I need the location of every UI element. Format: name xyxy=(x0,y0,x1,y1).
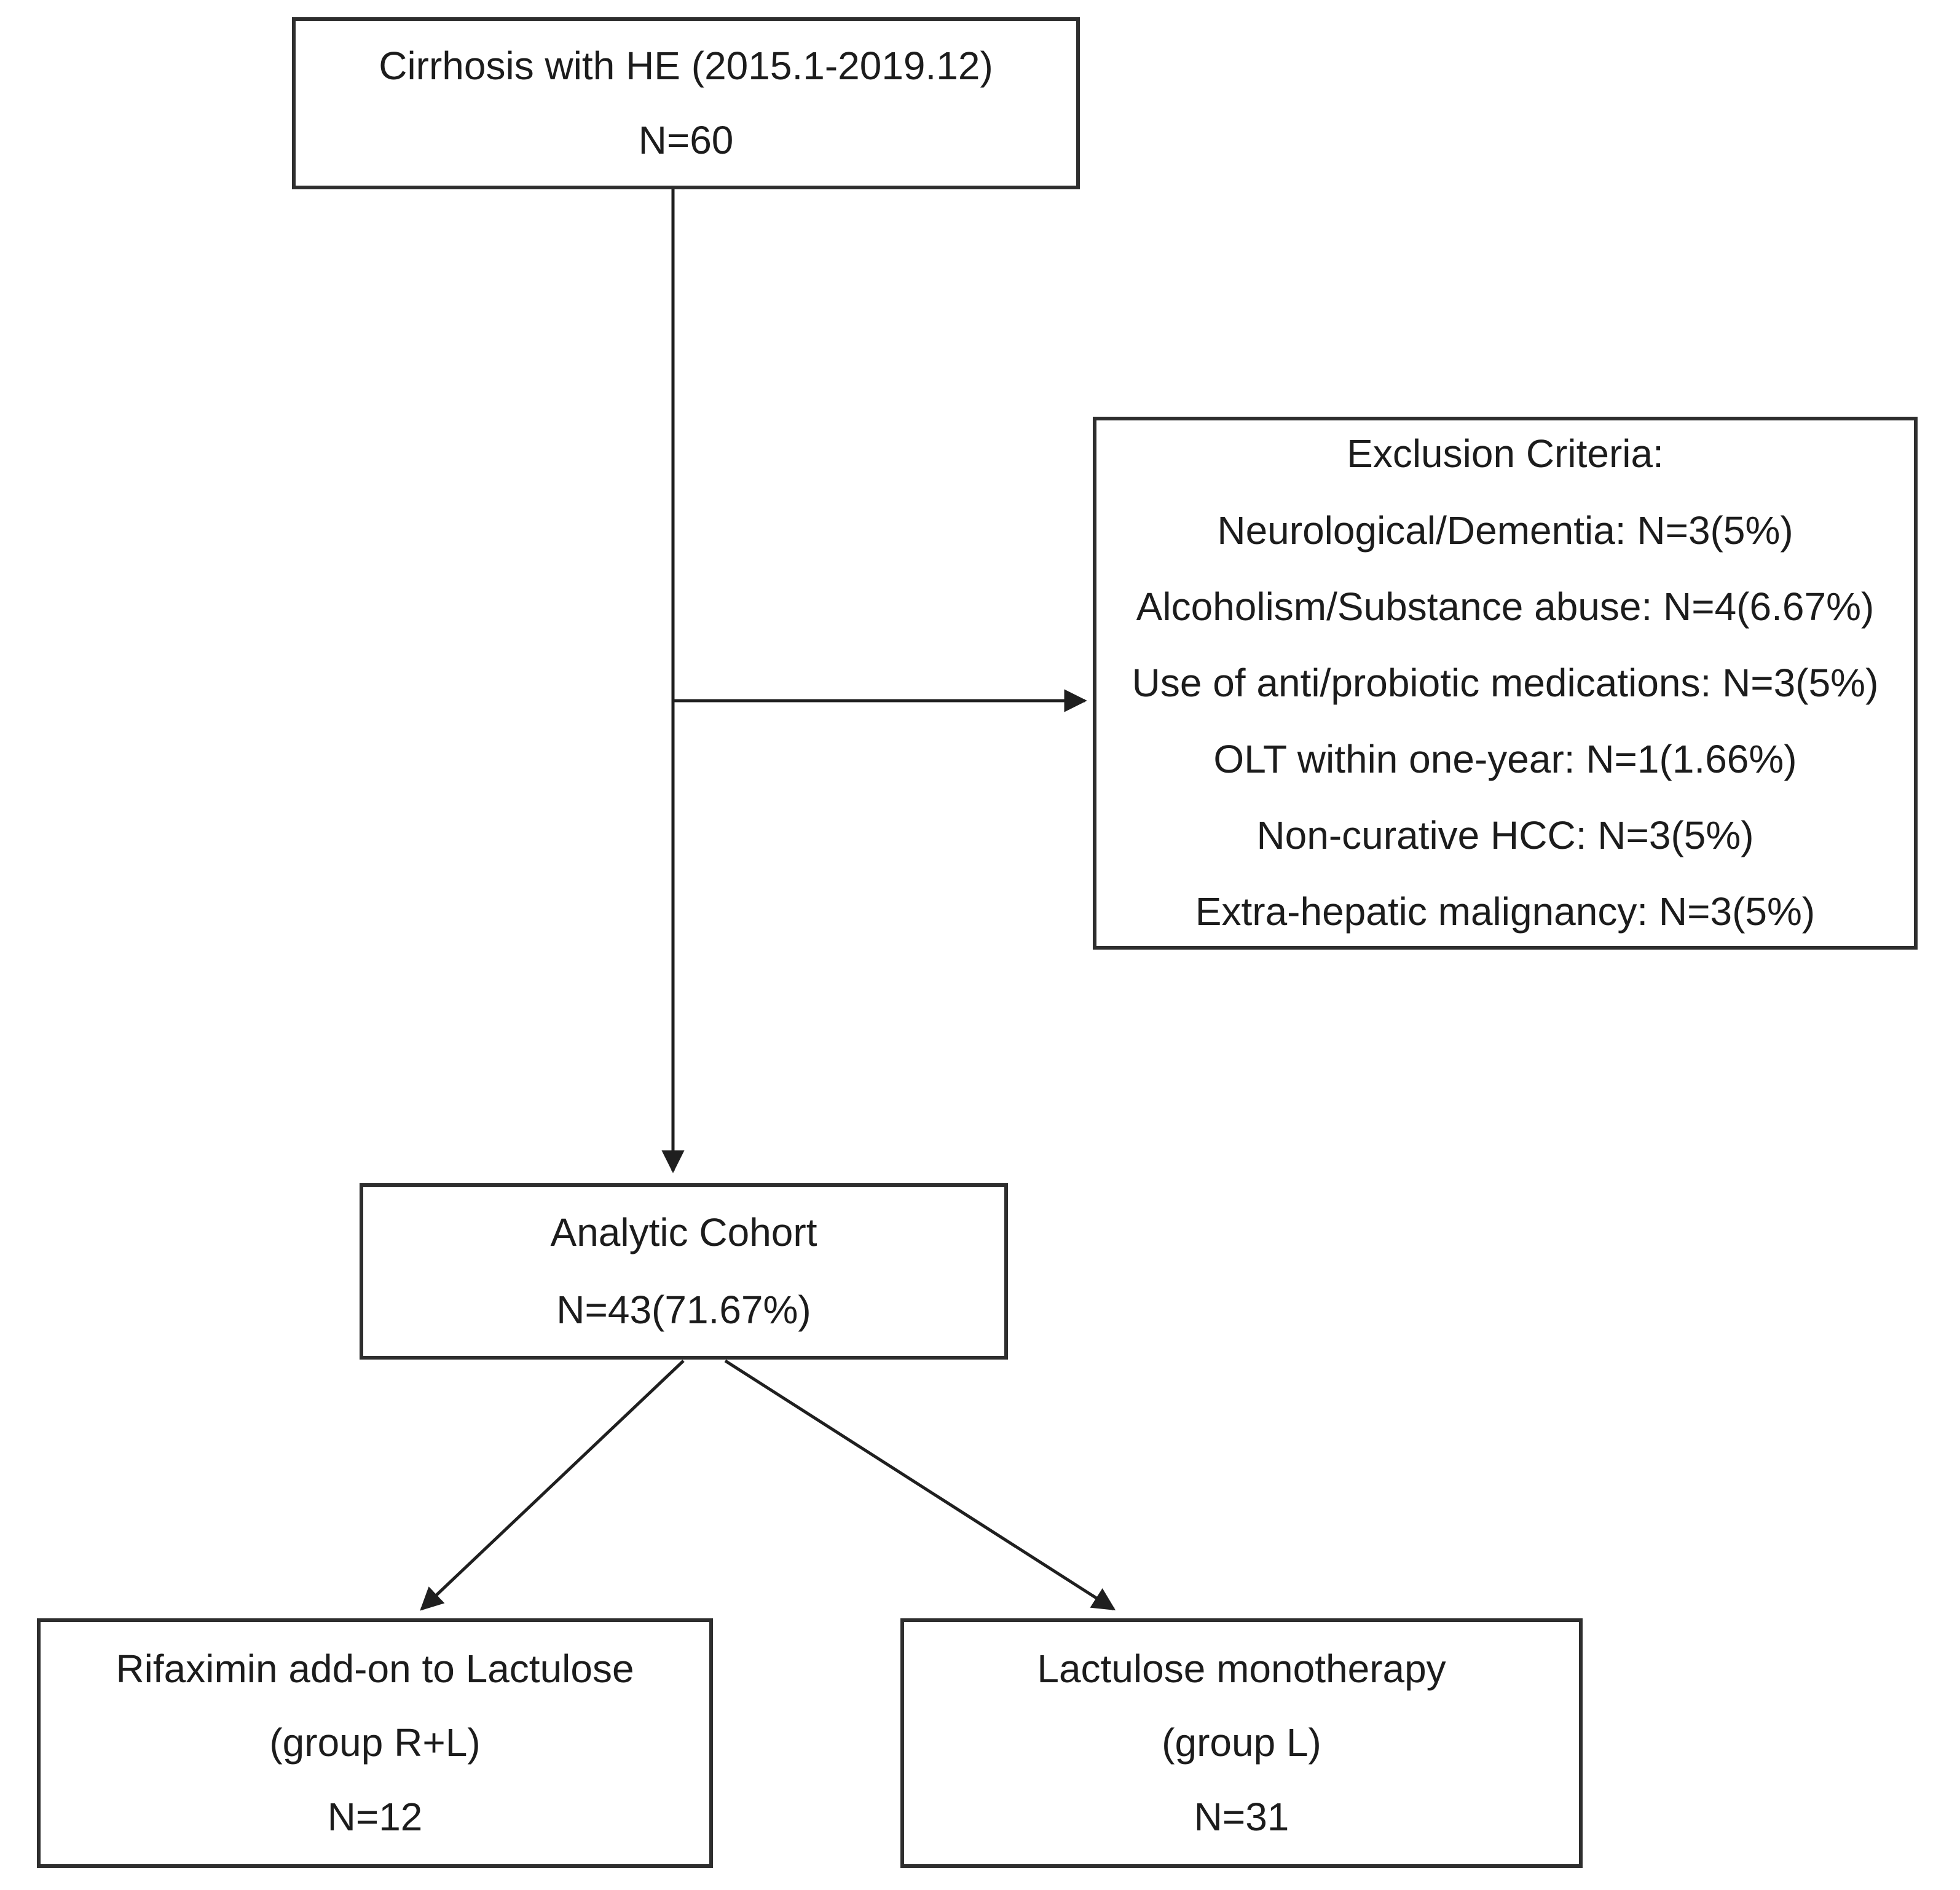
exclusion-box-title: Exclusion Criteria: xyxy=(1347,431,1664,476)
group-l-box-title: Lactulose monotherapy xyxy=(1037,1647,1446,1691)
group-rl-box-count: N=12 xyxy=(327,1794,423,1839)
group-rl-box-title: Rifaximin add-on to Lactulose xyxy=(116,1647,634,1691)
cohort-box-title: Cirrhosis with HE (2015.1-2019.12) xyxy=(379,43,993,88)
group-rl-box-label: (group R+L) xyxy=(269,1720,481,1765)
group-l-box: Lactulose monotherapy (group L) N=31 xyxy=(900,1618,1583,1868)
exclusion-item: Neurological/Dementia: N=3(5%) xyxy=(1217,508,1793,553)
group-l-box-label: (group L) xyxy=(1162,1720,1321,1765)
analytic-box-count: N=43(71.67%) xyxy=(556,1287,811,1332)
cohort-box: Cirrhosis with HE (2015.1-2019.12) N=60 xyxy=(292,17,1080,189)
exclusion-item: Non-curative HCC: N=3(5%) xyxy=(1256,813,1754,858)
group-l-box-count: N=31 xyxy=(1194,1794,1289,1839)
exclusion-criteria-box: Exclusion Criteria: Neurological/Dementi… xyxy=(1093,417,1918,950)
group-rl-box: Rifaximin add-on to Lactulose (group R+L… xyxy=(37,1618,713,1868)
connector-analytic-to-group-l-arrow xyxy=(724,1359,1116,1611)
exclusion-item: Alcoholism/Substance abuse: N=4(6.67%) xyxy=(1136,584,1875,629)
connector-analytic-to-group-rl-arrow xyxy=(420,1360,685,1611)
analytic-box-title: Analytic Cohort xyxy=(550,1210,817,1255)
cohort-box-count: N=60 xyxy=(638,118,734,162)
exclusion-item: Use of anti/probiotic medications: N=3(5… xyxy=(1132,660,1879,705)
exclusion-item: OLT within one-year: N=1(1.66%) xyxy=(1213,737,1797,782)
exclusion-item: Extra-hepatic malignancy: N=3(5%) xyxy=(1195,889,1816,934)
analytic-cohort-box: Analytic Cohort N=43(71.67%) xyxy=(360,1183,1008,1360)
